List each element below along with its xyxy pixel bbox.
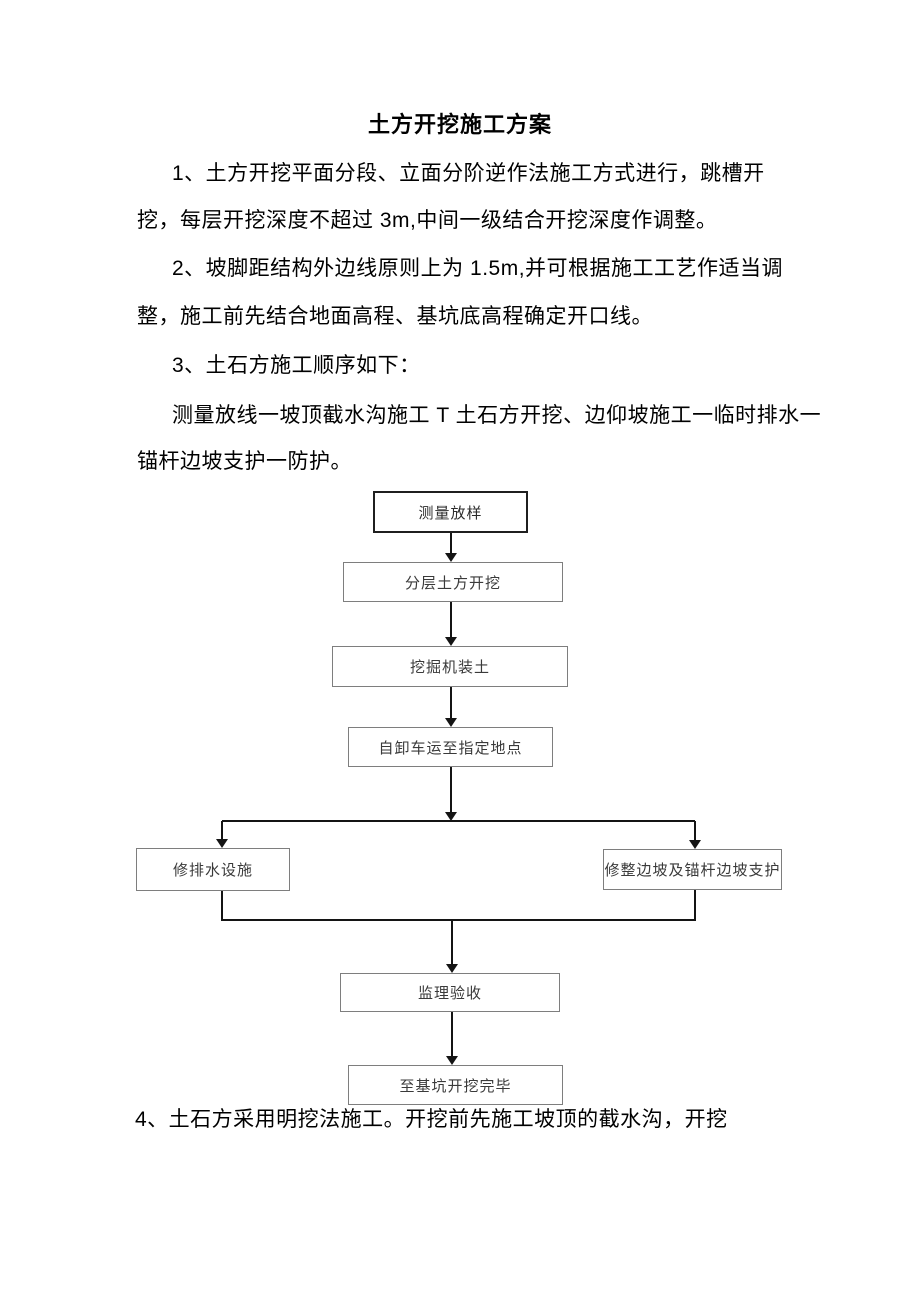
arrowhead-down-icon: [445, 812, 457, 821]
arrowhead-down-icon: [445, 637, 457, 646]
arrow-supervision-to-complete: [446, 1012, 458, 1065]
branch-split-line: [216, 820, 701, 849]
flowchart-node-dump-truck: 自卸车运至指定地点: [348, 727, 553, 767]
arrowhead-down-icon: [445, 553, 457, 562]
flowchart-node-supervision: 监理验收: [340, 973, 560, 1012]
paragraph-1-line-1: 1、土方开挖平面分段、立面分阶逆作法施工方式进行，跳槽开: [172, 162, 765, 185]
arrow-layered-to-excavator: [445, 602, 457, 646]
flowchart-node-survey: 测量放样: [373, 491, 528, 533]
paragraph-3-line-1: 3、土石方施工顺序如下：: [172, 354, 421, 377]
arrowhead-down-icon: [445, 718, 457, 727]
arrowhead-down-icon: [446, 1056, 458, 1065]
arrowhead-down-icon: [446, 964, 458, 973]
paragraph-1-line-2: 挖，每层开挖深度不超过 3m,中间一级结合开挖深度作调整。: [137, 209, 718, 232]
paragraph-4-line-2: 锚杆边坡支护一防护。: [137, 450, 352, 473]
flowchart-node-slope-support: 修整边坡及锚杆边坡支护: [603, 849, 782, 890]
flowchart-node-drainage: 修排水设施: [136, 848, 290, 891]
arrowhead-down-icon: [216, 839, 228, 848]
flowchart-node-complete: 至基坑开挖完毕: [348, 1065, 563, 1105]
paragraph-2-line-2: 整，施工前先结合地面高程、基坑底高程确定开口线。: [137, 305, 653, 328]
page-title: 土方开挖施工方案: [367, 112, 552, 137]
arrow-truck-to-branch: [445, 767, 457, 821]
arrow-survey-to-layered: [445, 533, 457, 562]
branch-merge-line: [221, 890, 696, 973]
flowchart-node-layered-excavation: 分层土方开挖: [343, 562, 563, 602]
arrowhead-down-icon: [689, 840, 701, 849]
flowchart-node-excavator-loading: 挖掘机装土: [332, 646, 568, 687]
paragraph-2-line-1: 2、坡脚距结构外边线原则上为 1.5m,并可根据施工工艺作适当调: [172, 257, 784, 280]
arrow-excavator-to-truck: [445, 687, 457, 727]
paragraph-5-line-1: 4、土石方采用明挖法施工。开挖前先施工坡顶的截水沟，开挖: [135, 1108, 728, 1131]
paragraph-4-line-1: 测量放线一坡顶截水沟施工 T 土石方开挖、边仰坡施工一临时排水一: [172, 404, 822, 427]
